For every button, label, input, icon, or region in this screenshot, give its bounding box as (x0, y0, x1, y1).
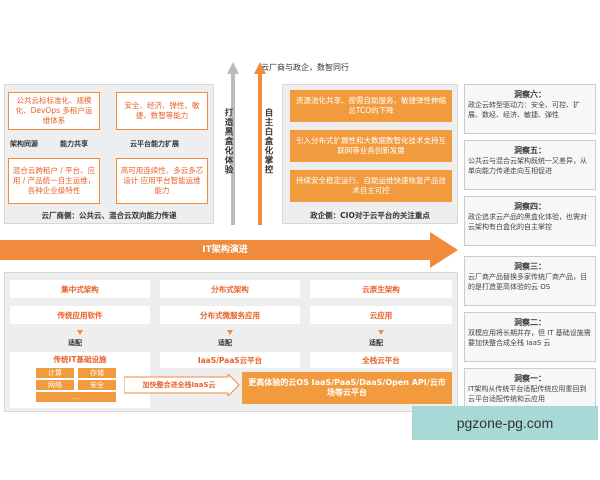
observation-2-body: 双模应用将长期并存，但 IT 基础设施需要加快整合成全栈 IaaS 云 (468, 329, 591, 347)
col3-platform: 全栈云平台 (310, 352, 452, 368)
it-arrow-shape (0, 232, 458, 268)
col1-adapt-label: 适配 (68, 339, 82, 347)
left-box-high-availability: 高可用连续性、多云多芯设计 应用平台智能运维能力 (116, 158, 208, 204)
accelerate-label: 加快整合进全栈IaaS云 (142, 381, 216, 389)
cloud-os-box: 更高体验的云OS IaaS/PaaS/DaaS/Open API/云市场等云平台 (242, 372, 452, 404)
observations-column: 洞察六： 政企云转型驱动力：安全、可控、扩展、数经、经济、敏捷、弹性 洞察五： … (464, 84, 596, 414)
accelerate-arrow (124, 374, 240, 396)
orange-arrow-head (254, 62, 266, 74)
observation-5: 洞察五： 公共云与混合云架构既统一又差异，从单向能力传递走向互相促进 (464, 140, 596, 190)
observation-5-body: 公共云与混合云架构既统一又差异，从单向能力传递走向互相促进 (468, 157, 587, 175)
label-arch-same-source: 架构同源 (10, 140, 38, 148)
right-panel-caption: 政企侧：CIO对于云平台的关注重点 (310, 211, 430, 220)
label-platform-expand: 云平台能力扩展 (130, 140, 179, 148)
observation-3-title: 洞察三： (514, 262, 546, 271)
observation-6-body: 政企云转型驱动力：安全、可控、扩展、数经、经济、敏捷、弹性 (468, 101, 580, 119)
left-box-hybrid: 混合云跨租户 / 平台、应用 / 产品统一自主运维，各种企业级特性 (8, 158, 100, 204)
right-box-pooling: 资源池化共享、按需自助服务、敏捷弹性伸缩总TCO的下降 (290, 90, 452, 122)
col2-adapt-arrow (227, 330, 233, 335)
observation-5-title: 洞察五： (514, 146, 546, 155)
col1-infra-label: 传统IT基础设施 (53, 355, 107, 364)
col1-adapt-arrow (77, 330, 83, 335)
col3-header: 云原生架构 (310, 280, 452, 298)
observation-1-body: IT架构从传统平台适配传统应用重回到云平台适配传统和云应用 (468, 385, 587, 403)
observation-4: 洞察四： 政企追求云产品的黑盒化体验，也需对云架构有白盒化的自主掌控 (464, 196, 596, 246)
col1-header: 集中式架构 (10, 280, 150, 298)
observation-6: 洞察六： 政企云转型驱动力：安全、可控、扩展、数经、经济、敏捷、弹性 (464, 84, 596, 134)
grid-storage: 存储 (78, 368, 116, 378)
it-arrow-label: IT架构演进 (202, 245, 248, 255)
vertical-label-blackbox: 打造黑盒化体验 (223, 108, 233, 175)
observation-3: 洞察三： 云厂商产品替换多家传统厂商产品，目的是打造更高体验的云 OS (464, 256, 596, 306)
observation-3-body: 云厂商产品替换多家传统厂商产品，目的是打造更高体验的云 OS (468, 273, 587, 291)
grey-arrow-head (227, 62, 239, 74)
col3-adapt-label: 适配 (369, 339, 383, 347)
col3-app: 云应用 (310, 306, 452, 324)
vertical-label-whitebox: 自主白盒化掌控 (263, 108, 273, 175)
grid-more: ... (36, 392, 116, 402)
grid-compute: 计算 (36, 368, 74, 378)
left-box-capabilities: 安全、经济、弹性、敏捷、数智等能力 (116, 92, 208, 130)
watermark: pgzone-pg.com (412, 406, 598, 440)
accelerate-arrow-shape (124, 374, 240, 396)
it-evolution-arrow (0, 232, 458, 268)
observation-2: 洞察二： 双模应用将长期并存，但 IT 基础设施需要加快整合成全栈 IaaS 云 (464, 312, 596, 362)
left-box-standardization: 公共云标标准化、规模化、DevOps 多租户运维体系 (8, 92, 100, 130)
right-box-distributed: 引入分布式扩展性和大数据数智化技术支持互联网等业务创新发展 (290, 130, 452, 162)
observation-4-title: 洞察四： (514, 202, 546, 211)
right-box-security: 持续安全稳定运行、自助运维快速恢复产品技术自主可控 (290, 170, 452, 202)
observation-1-title: 洞察一： (514, 374, 546, 383)
col1-app: 传统应用软件 (10, 306, 150, 324)
label-capability-share: 能力共享 (60, 140, 88, 148)
vertical-arrows (227, 62, 266, 225)
top-label: 云厂商与政企，数智同行 (261, 63, 349, 72)
col3-adapt-arrow (378, 330, 384, 335)
observation-2-title: 洞察二： (514, 318, 546, 327)
observation-4-body: 政企追求云产品的黑盒化体验，也需对云架构有白盒化的自主掌控 (468, 213, 587, 231)
grid-security: 安全 (78, 380, 116, 390)
observation-6-title: 洞察六： (514, 90, 546, 99)
col2-adapt-label: 适配 (218, 339, 232, 347)
col2-header: 分布式架构 (160, 280, 300, 298)
col2-app: 分布式微服务应用 (160, 306, 300, 324)
grid-network: 网络 (36, 380, 74, 390)
left-panel-caption: 云厂商侧：公共云、混合云双向能力传递 (41, 211, 177, 220)
col2-platform: IaaS/PaaS云平台 (160, 352, 300, 368)
